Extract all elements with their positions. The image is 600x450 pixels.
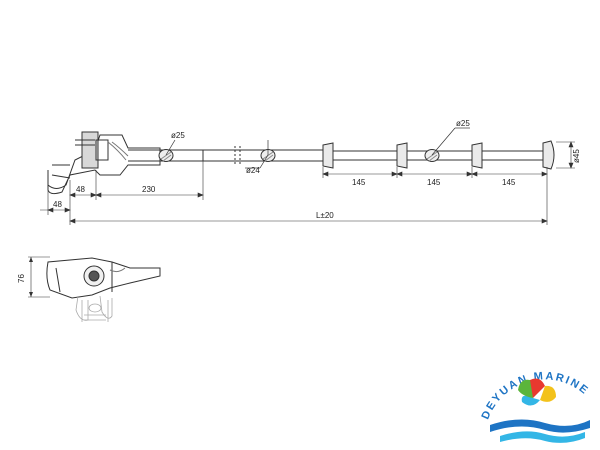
dim-230: 230 bbox=[142, 185, 156, 194]
dim-d25-top: ø25 bbox=[171, 131, 185, 140]
dim-48-lower: 48 bbox=[53, 200, 62, 209]
dim-d24: ø24 bbox=[246, 166, 260, 175]
dim-total-length: L±20 bbox=[316, 211, 334, 220]
dim-48-upper: 48 bbox=[76, 185, 85, 194]
rung-section bbox=[322, 127, 555, 170]
main-rod bbox=[128, 139, 323, 169]
logo-brand-text: DEYUAN MARINE bbox=[480, 370, 592, 421]
dim-d45: ø45 bbox=[572, 149, 581, 163]
dim-145-c: 145 bbox=[502, 178, 516, 187]
dim-d25-rung: ø25 bbox=[456, 119, 470, 128]
logo-emblem bbox=[518, 378, 556, 406]
dimension-lines bbox=[40, 141, 575, 225]
dim-145-b: 145 bbox=[427, 178, 441, 187]
end-view bbox=[28, 256, 161, 322]
dim-145-a: 145 bbox=[352, 178, 366, 187]
dim-height-76: 76 bbox=[17, 274, 26, 283]
deyuan-marine-logo: DEYUAN MARINE bbox=[480, 370, 592, 443]
